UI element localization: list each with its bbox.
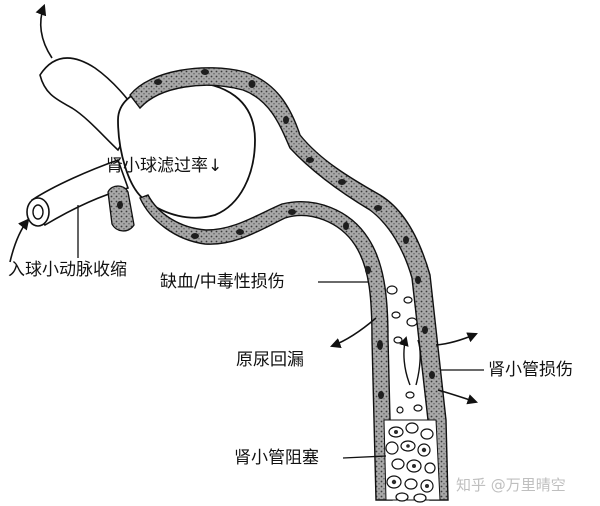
backleak-arrow — [330, 317, 377, 348]
label-afferent-constriction: 入球小动脉收缩 — [8, 260, 127, 280]
lumen-flow-arrow — [399, 336, 421, 386]
label-ischemia-injury: 缺血/中毒性损伤 — [160, 272, 285, 292]
label-tubular-injury: 肾小管损伤 — [488, 360, 573, 380]
afferent-arteriole — [26, 158, 130, 227]
label-backleak: 原尿回漏 — [236, 350, 304, 370]
outflow-arrow — [35, 3, 53, 59]
tubular-injury-arrows — [435, 332, 478, 405]
shed-debris — [386, 285, 423, 414]
capsule-outer-layer — [129, 67, 449, 501]
label-gfr: 肾小球滤过率↓ — [106, 156, 223, 176]
cell-nuclei — [117, 69, 435, 399]
label-tubular-obstruction: 肾小管阻塞 — [234, 448, 319, 468]
watermark: 知乎 @万里晴空 — [456, 476, 566, 494]
leader-lines — [77, 205, 484, 459]
leader-obstruction — [342, 455, 387, 459]
tubular-cast — [383, 419, 441, 503]
inflow-arrow — [9, 218, 30, 263]
